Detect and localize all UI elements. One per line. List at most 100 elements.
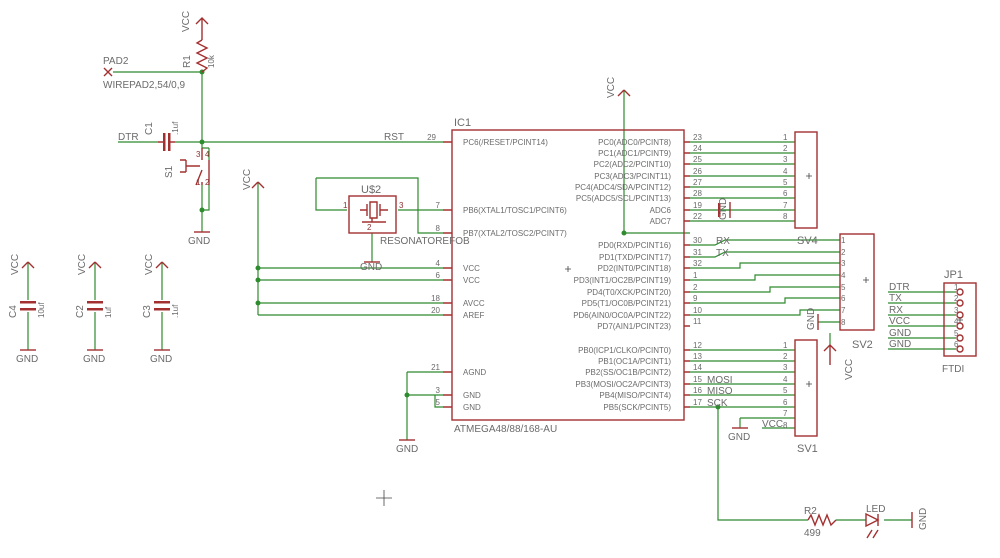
wire-s1-gnd — [201, 185, 210, 211]
ic1-pin-label: VCC — [463, 264, 480, 273]
svg-text:7: 7 — [841, 306, 846, 315]
ic1-pin-num: 13 — [693, 352, 702, 361]
ic1-pin-num: 8 — [436, 224, 441, 233]
label-net-tx: TX — [716, 248, 729, 259]
ic1-pin-label: VCC — [463, 276, 480, 285]
label-r2-value: 499 — [804, 528, 821, 539]
capacitor-adc6 — [718, 203, 721, 217]
label-r1-value: 10k — [207, 54, 216, 68]
label-c1-name: C1 — [144, 122, 155, 135]
ic1-pin-num: 15 — [693, 375, 702, 384]
label-r2-name: R2 — [804, 506, 817, 517]
switch-pin-num: 3 — [196, 150, 201, 159]
ic1-left-pin-stubs — [443, 141, 452, 408]
ic1-pin-label: PD3(INT1/OC2B/PCINT19) — [574, 276, 672, 285]
vcc-sv2 — [823, 344, 837, 365]
label-sv2-name: SV2 — [852, 339, 873, 351]
label-c4-name: C4 — [8, 305, 19, 318]
svg-text:3: 3 — [783, 363, 788, 372]
ic1-pin-num: 2 — [693, 283, 698, 292]
ic1-pin-num: 32 — [693, 259, 702, 268]
resistor-r1 — [195, 39, 209, 73]
svg-text:4: 4 — [841, 271, 846, 280]
ic1-pin-num: 21 — [431, 363, 440, 372]
ic1-pin-num: 19 — [693, 201, 702, 210]
ic1-right-pin-stubs — [684, 141, 690, 408]
ftdi-pins: 1 2 3 4 5 6 DTR TX RX VCC GND GND — [889, 282, 959, 350]
svg-text:3: 3 — [954, 306, 959, 315]
ic1-pin-label: PB4(MISO/PCINT4) — [599, 391, 671, 400]
label-net-rx: RX — [716, 236, 730, 247]
ic1-pin-label: AREF — [463, 311, 484, 320]
ic1-pin-num: 11 — [693, 317, 702, 326]
label-gnd-sv1: GND — [728, 432, 750, 443]
label-s1-name: S1 — [164, 165, 175, 178]
vcc-c4 — [21, 261, 35, 269]
ic1-pin-num: 28 — [693, 189, 702, 198]
svg-text:7: 7 — [783, 201, 788, 210]
ic1-right-pins: PC0(ADC0/PCINT8) 23 PC1(ADC1/PCINT9) 24 … — [573, 133, 702, 412]
ic1-pin-num: 29 — [427, 133, 436, 142]
ic1-pin-label: PD6(AIN0/OC0A/PCINT22) — [573, 311, 671, 320]
ic1-pin-label: PB0(ICP1/CLKO/PCINT0) — [578, 346, 671, 355]
ic1-pin-label: AGND — [463, 368, 486, 377]
led-diode — [865, 512, 880, 539]
ftdi-net-label: DTR — [889, 282, 910, 293]
label-vcc-sv1: VCC — [762, 419, 783, 430]
svg-text:2: 2 — [783, 352, 788, 361]
ic1-body — [451, 129, 685, 421]
junction — [621, 230, 627, 236]
label-sv4-name: SV4 — [797, 235, 818, 247]
ic1-pin-label: PC2(ADC2/PCINT10) — [594, 160, 672, 169]
label-u2-value: RESONATOREFOB — [380, 236, 470, 247]
ic1-pin-label: PB2(SS/OC1B/PCINT2) — [585, 368, 671, 377]
junction — [404, 392, 410, 398]
label-c1-value: .1uf — [171, 121, 180, 135]
wire-sv1-7 — [739, 417, 795, 428]
switch-s1: 3 4 1 2 — [180, 148, 210, 187]
svg-text:8: 8 — [783, 212, 788, 221]
ftdi-net-label: GND — [889, 328, 911, 339]
origin-cross-icon — [806, 381, 812, 387]
ic1-pin-num: 17 — [693, 398, 702, 407]
label-net-rst: RST — [384, 132, 404, 143]
label-vcc-r1: VCC — [181, 11, 192, 32]
ic1-pin-label: PC4(ADC4/SDA/PCINT12) — [575, 183, 671, 192]
ic1-pin-num: 10 — [693, 306, 702, 315]
wire-res-xtal2 — [316, 177, 443, 234]
ic1-pin-label: PB5(SCK/PCINT5) — [603, 403, 671, 412]
label-net-dtr: DTR — [118, 132, 139, 143]
header-sv2-body — [839, 233, 875, 331]
label-gnd-c3: GND — [150, 354, 172, 365]
svg-text:2: 2 — [783, 144, 788, 153]
svg-text:5: 5 — [841, 283, 846, 292]
ic1-pin-label: PD1(TXD/PCINT17) — [599, 253, 671, 262]
ic1-pin-num: 16 — [693, 386, 702, 395]
svg-text:4: 4 — [783, 167, 788, 176]
svg-text:1: 1 — [783, 133, 788, 142]
label-pad2-value: WIREPAD2,54/0,9 — [103, 80, 186, 91]
label-ic1-value: ATMEGA48/88/168-AU — [454, 424, 557, 435]
ic1-pin-label: PC6(/RESET/PCINT14) — [463, 138, 548, 147]
ic1-pin-num: 14 — [693, 363, 702, 372]
junction — [199, 207, 205, 213]
wire-sck-led — [717, 407, 808, 521]
capacitor-c2 — [87, 301, 103, 311]
svg-text:1: 1 — [841, 236, 846, 245]
label-vcc-c2: VCC — [77, 254, 88, 275]
ic1-pin-num: 25 — [693, 155, 702, 164]
ic1-pin-num: 7 — [436, 201, 441, 210]
svg-text:6: 6 — [954, 340, 959, 349]
switch-pin-num: 4 — [205, 150, 210, 159]
wire-sv2-3 — [690, 262, 840, 269]
origin-cross-icon — [863, 277, 869, 283]
origin-cross-icon — [376, 490, 392, 506]
wires — [27, 71, 956, 521]
ic1-pin-label: PD7(AIN1/PCINT23) — [597, 322, 671, 331]
label-jp1-name: JP1 — [944, 269, 963, 281]
label-gnd-sv2: GND — [806, 308, 817, 330]
ic1-pin-num: 27 — [693, 178, 702, 187]
label-gnd-s1: GND — [188, 236, 210, 247]
resonator-pin-num: 2 — [367, 223, 372, 232]
